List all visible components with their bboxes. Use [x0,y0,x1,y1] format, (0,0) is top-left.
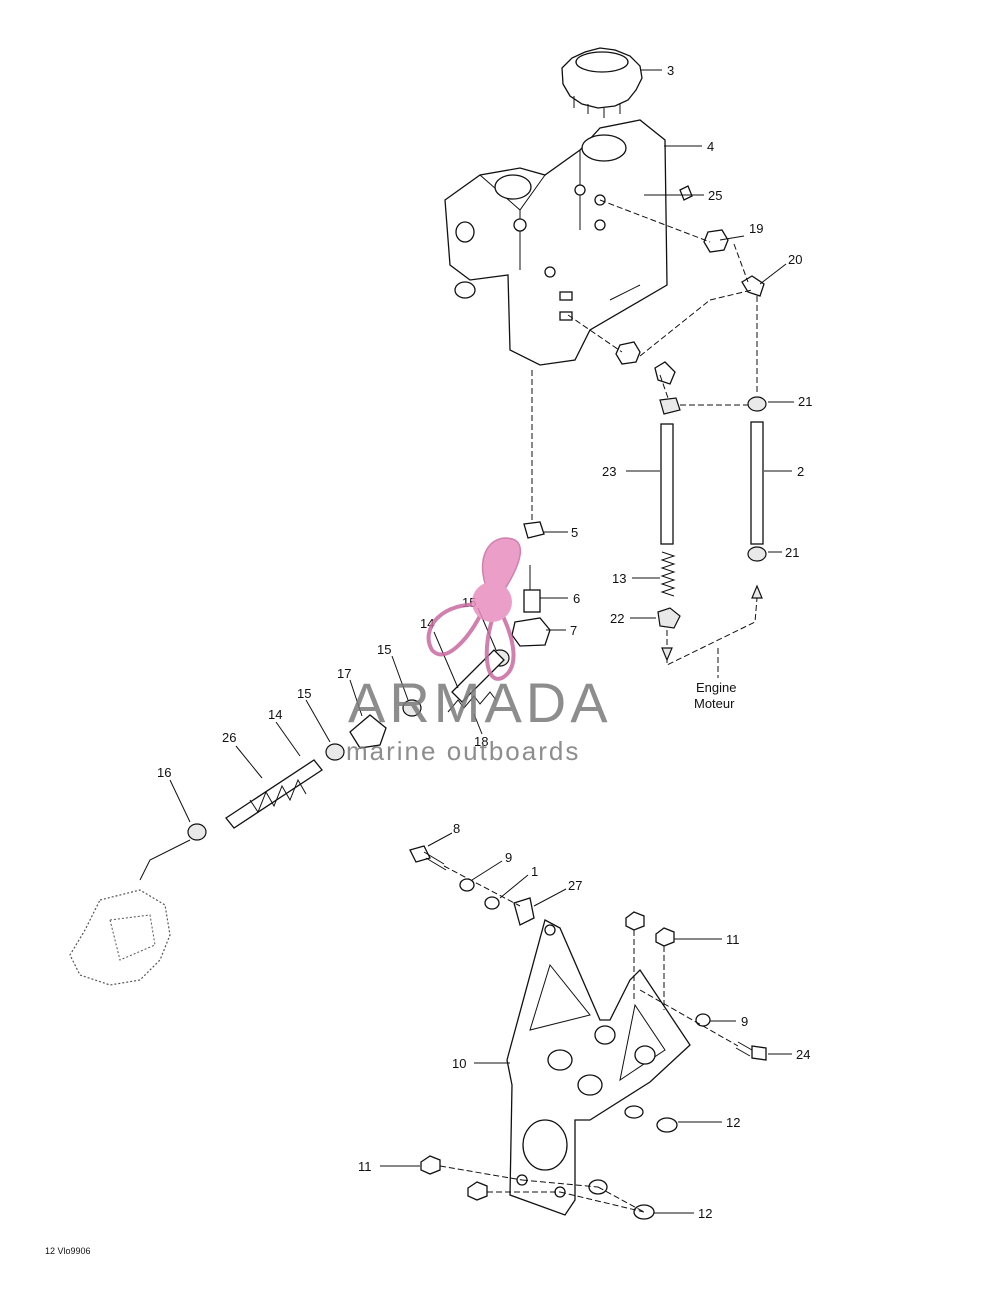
grommet-lower [615,341,641,365]
plug-25 [679,185,693,201]
grommet-19 [703,229,729,253]
callout-11: 11 [726,932,740,947]
callout-9: 9 [505,850,512,865]
callout-15: 15 [297,686,311,701]
nut-11-top-a [625,911,645,931]
callout-24: 24 [796,1047,810,1062]
tee-fitting-7 [511,617,551,647]
drawing-code: 12 Vlo9906 [45,1246,91,1256]
elbow-fitting-20 [741,275,765,297]
callout-22: 22 [610,611,624,626]
bolt-24 [735,1041,767,1061]
washer-9-b [695,1013,711,1027]
callout-12: 12 [726,1115,740,1130]
callout-19: 19 [749,221,763,236]
clamp-15-c [325,743,345,761]
washer-1 [484,896,500,910]
clamp-16 [187,823,207,841]
callout-21: 21 [798,394,812,409]
callout-18: 18 [474,734,488,749]
leader-lines [169,69,794,1214]
callout-20: 20 [788,252,802,267]
oil-tank-cap [561,47,643,118]
armada-logo: ARMADA marine outboards [346,537,612,766]
callout-9: 9 [741,1014,748,1029]
spring-13 [660,551,676,597]
callout-16: 16 [157,765,171,780]
washer-9-a [459,878,475,892]
grommet-5 [523,521,545,539]
callout-10: 10 [452,1056,466,1071]
callout-6: 6 [573,591,580,606]
callout-2: 2 [797,464,804,479]
mounting-bracket-10 [506,919,691,1216]
nut-11-bottom-b [467,1181,488,1201]
nut-11-top-b [655,927,675,947]
callout-numbers: 3 4 25 19 20 21 23 2 5 21 13 6 15 22 7 1… [157,63,812,1221]
callout-8: 8 [453,821,460,836]
spring-26 [249,778,307,814]
spring-18 [447,691,497,713]
callout-21: 21 [785,545,799,560]
hose-clamp-21-bottom [747,546,767,562]
arrow-up-icon [751,584,763,599]
hose-14-a [451,649,505,703]
arrow-down-icon [661,647,673,662]
callout-11: 11 [358,1159,372,1174]
callout-5: 5 [571,525,578,540]
oil-hose-2 [750,421,764,545]
callout-1: 1 [531,864,538,879]
washer-12-b [656,1117,678,1133]
nut-11-bottom-a [420,1155,441,1175]
callout-7: 7 [570,623,577,638]
watermark-brand: ARMADA [348,671,612,734]
fitting-22 [657,607,681,629]
clamp-15-b [402,699,422,717]
callout-17: 17 [337,666,351,681]
callout-12: 12 [698,1206,712,1221]
hose-clamp-left-top [659,397,681,415]
watermark-tagline: marine outboards [346,736,580,766]
elbow-fitting-lower [654,361,676,385]
hose-14-b [225,759,323,829]
callout-26: 26 [222,730,236,745]
callout-14: 14 [268,707,282,722]
hose-clamp-21-top-right [747,396,767,412]
fuel-filter-17 [349,714,387,749]
washer-12-a [624,1105,644,1119]
callout-4: 4 [707,139,714,154]
oil-hose-23 [660,423,674,545]
engine-sketch [69,889,171,986]
callout-13: 13 [612,571,626,586]
connector-6 [523,589,541,613]
bolt-8 [409,845,447,871]
oil-tank-body [444,119,668,366]
callout-27: 27 [568,878,582,893]
clip-27 [513,897,535,926]
callout-25: 25 [708,188,722,203]
callout-3: 3 [667,63,674,78]
propeller-icon [426,537,521,681]
callout-15: 15 [377,642,391,657]
engine-label: Engine [696,680,736,695]
callout-23: 23 [602,464,616,479]
engine-label-fr: Moteur [694,696,735,711]
